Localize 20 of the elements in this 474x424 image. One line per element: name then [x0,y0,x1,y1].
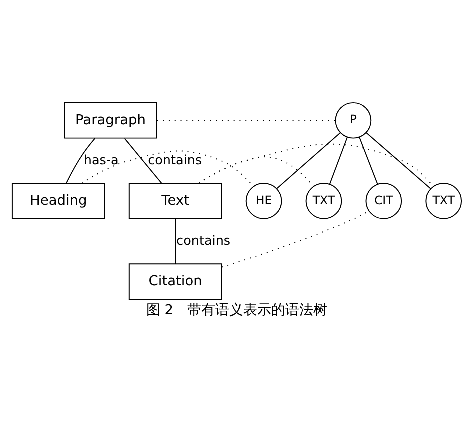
edge-label: contains [148,152,202,168]
connector [366,132,432,189]
connector [124,138,162,184]
caption: 图 2 带有语义表示的语法树 [146,302,328,318]
connector [359,136,378,184]
edge-label: has-a [84,152,119,168]
node-circle: P [335,102,372,138]
node-circle: HE [246,182,282,219]
node-box: Citation [128,263,222,300]
node-circle: TXT [306,182,342,219]
node-circle: TXT [426,182,462,219]
connector [66,138,96,184]
node-box: Paragraph [64,102,158,138]
connector [175,218,176,264]
node-circle: CIT [366,182,402,219]
connector [329,136,348,184]
node-box: Heading [12,182,106,219]
connector [276,132,342,189]
edge-label: contains [176,233,231,248]
node-box: Text [128,182,222,219]
